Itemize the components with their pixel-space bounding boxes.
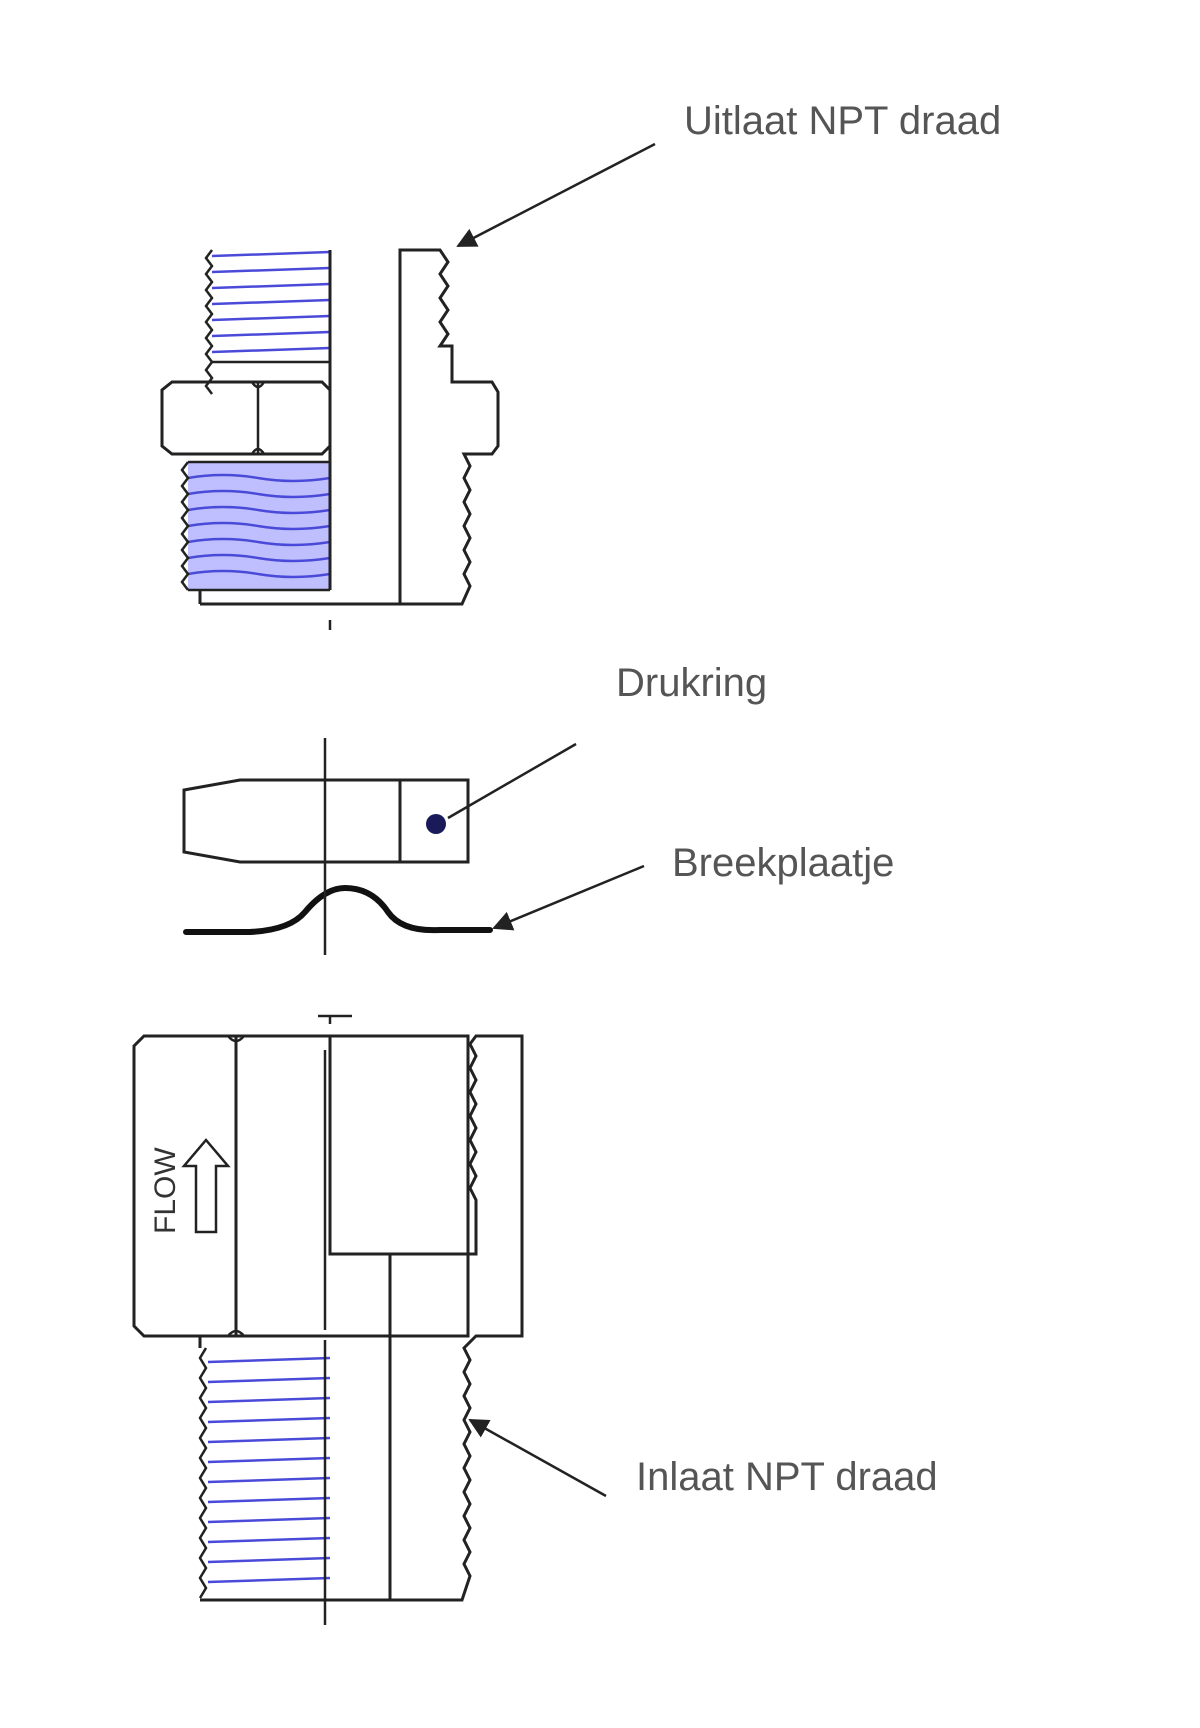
outlet-hatched-section xyxy=(398,248,500,606)
inlet-thread-lines xyxy=(207,1356,331,1584)
inlet-thread-shank xyxy=(198,1336,462,1602)
flow-marking: FLOW xyxy=(149,1147,182,1234)
outlet-thread-lines xyxy=(211,250,331,354)
inlet-fitting: FLOW xyxy=(132,1014,524,1602)
outlet-hex-nut xyxy=(160,380,332,456)
label-pressure-ring: Drukring xyxy=(447,661,767,820)
label-inlet-thread: Inlaat NPT draad xyxy=(468,1418,938,1499)
inlet-thread-label: Inlaat NPT draad xyxy=(636,1455,938,1499)
outlet-fitting xyxy=(160,248,500,606)
flow-arrow-icon xyxy=(181,1138,231,1234)
rupture-disc xyxy=(183,884,493,935)
inlet-hatched-section xyxy=(388,1034,524,1602)
outlet-thread-label: Uitlaat NPT draad xyxy=(684,99,1001,143)
inlet-hex-body xyxy=(132,1034,470,1338)
pressure-ring-label: Drukring xyxy=(616,661,767,705)
rupture-disc-label: Breekplaatje xyxy=(672,841,894,885)
seal-dot-icon xyxy=(426,814,446,834)
outlet-thread-shank xyxy=(204,249,331,395)
pressure-ring xyxy=(182,778,470,864)
label-outlet-thread: Uitlaat NPT draad xyxy=(456,99,1001,248)
label-rupture-disc: Breekplaatje xyxy=(492,841,894,931)
outlet-lower-thread xyxy=(180,460,330,592)
